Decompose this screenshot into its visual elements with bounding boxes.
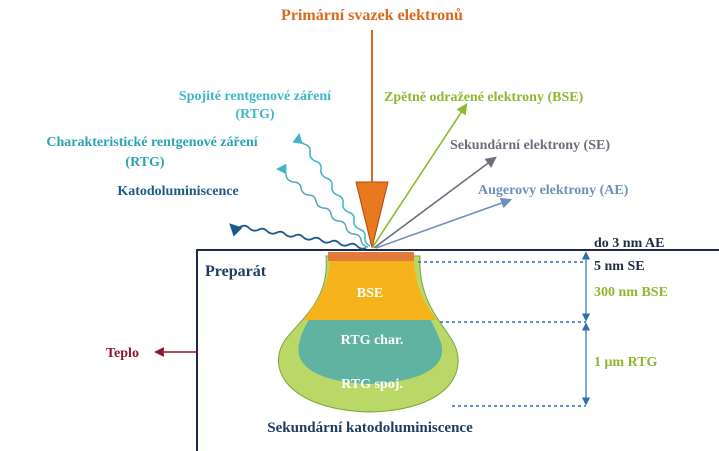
auger-label: Augerovy elektrony (AE) [478, 183, 629, 198]
sample-label: Preparát [205, 263, 267, 280]
continuous-xray-label: Spojité rentgenové záření [179, 89, 332, 104]
se-label: Sekundární elektrony (SE) [450, 138, 610, 153]
characteristic-xray-label: Charakteristické rentgenové záření [46, 135, 258, 150]
depth-bse-label: 300 nm BSE [594, 285, 668, 300]
depth-rtg-label: 1 μm RTG [594, 355, 658, 370]
zone-rtg-char-label: RTG char. [341, 333, 404, 348]
zone-bse-label: BSE [357, 286, 383, 301]
primary-beam-arrowhead [355, 181, 389, 249]
cathodoluminescence-wave [229, 223, 367, 250]
continuous-xray-sublabel: (RTG) [235, 107, 275, 122]
surface-layer [328, 252, 414, 261]
characteristic-xray-wave [275, 163, 369, 248]
bse-label: Zpětně odražené elektrony (BSE) [384, 90, 584, 105]
continuous-xray-wave [292, 132, 371, 247]
bse-zone [304, 256, 436, 320]
characteristic-xray-sublabel: (RTG) [125, 155, 165, 170]
cathodoluminescence-label: Katodoluminiscence [117, 184, 238, 199]
depth-auger-label: do 3 nm AE [594, 236, 664, 251]
auger-arrow [375, 197, 513, 249]
primary-beam-label: Primární svazek elektronů [281, 7, 463, 24]
zone-rtg-spoj-label: RTG spoj. [341, 377, 403, 392]
sample-boundary [196, 249, 719, 451]
depth-se-label: 5 nm SE [594, 259, 645, 274]
heat-label: Teplo [106, 346, 139, 361]
se-arrow [373, 156, 497, 249]
secondary-cathodoluminescence-label: Sekundární katodoluminiscence [267, 420, 473, 436]
bse-arrow [371, 103, 468, 249]
